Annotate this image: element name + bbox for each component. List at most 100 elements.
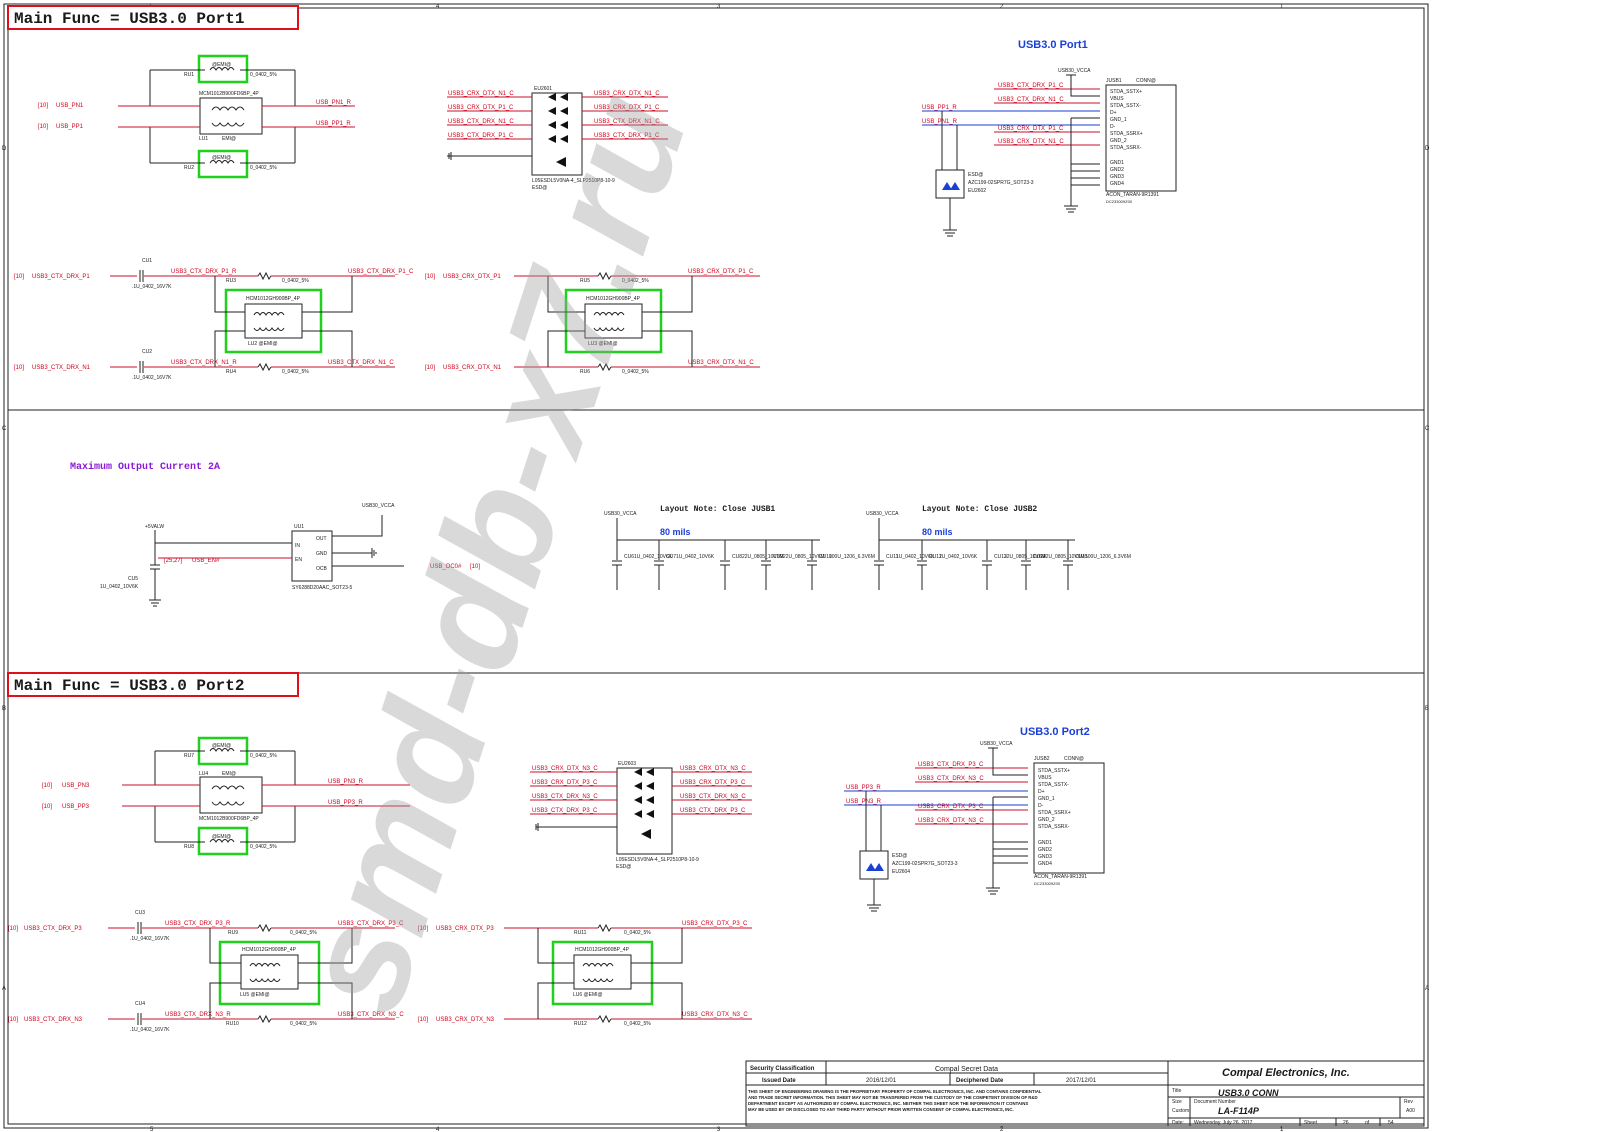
- value-label: 1U_0402_10V6K: [896, 554, 935, 560]
- ref-label: CU9: [773, 554, 783, 560]
- part-label: ACON_TARAN-9R1391: [1034, 874, 1087, 880]
- net-label: USB3_CTX_DRX_N3_R: [165, 1012, 231, 1018]
- net-label: USB3_CTX_DRX_P1_C: [594, 133, 660, 139]
- pin-label: GND: [316, 551, 328, 557]
- part-label: SY6288D20AAC_SOT23-5: [292, 585, 353, 591]
- net-label: USB3_CRX_DTX_P1_C: [448, 105, 514, 111]
- pin-label: IN: [295, 543, 300, 549]
- zone-row-label: B: [1425, 706, 1429, 712]
- zone-col-label: 3: [717, 4, 721, 10]
- ref-label: RU8: [184, 844, 194, 850]
- port1-esd-diode: ESD@ AZC199-02SPR7G_SOT23-3 EU2602: [935, 111, 1034, 237]
- net-label: USB3_CRX_DTX_P1_C: [998, 126, 1064, 132]
- pin-label: STDA_SSTX+: [1038, 768, 1070, 774]
- sheet-title: USB3.0 CONN: [1218, 1088, 1279, 1098]
- sheet-frame: [3, 3, 1429, 1129]
- port1-ss-lanes: [10] USB3_CTX_DRX_P1 [10] USB3_CTX_DRX_N…: [14, 258, 760, 381]
- value-label: 1U_0402_10V6K: [939, 554, 978, 560]
- security-label: Security Classification: [750, 1066, 815, 1072]
- zone-col-label: 1: [1280, 1127, 1284, 1132]
- zone-col-label: 3: [717, 1127, 721, 1132]
- port1-title: USB3.0 Port1: [1018, 39, 1088, 51]
- ref-label: RU10: [226, 1021, 239, 1027]
- port2-esd-diode: ESD@ AZC199-02SPR7G_SOT23-3 EU2604: [859, 791, 958, 912]
- ref-label: @EMI@: [212, 743, 231, 749]
- net-label: USB_PN1_R: [922, 119, 958, 125]
- ref-label: CU11: [886, 554, 899, 560]
- issued-label: Issued Date: [762, 1078, 796, 1084]
- net-label: USB30_VCCA: [866, 511, 899, 517]
- rev-value: A00: [1406, 1108, 1415, 1114]
- pin-label: GND4: [1038, 861, 1052, 867]
- ref-label: EMI@: [222, 136, 236, 142]
- port2-connector: USB30_VCCA JUSB2 CONN@ USB3_CTX_DRX_P3_C…: [844, 741, 1105, 895]
- net-label: USB3_CTX_DRX_N1_C: [594, 119, 660, 125]
- ref-label: [10]: [425, 274, 435, 280]
- net-label: USB3_CRX_DTX_N3_C: [532, 766, 598, 772]
- net-label: USB3_CTX_DRX_P1_C: [998, 83, 1064, 89]
- ref-label: CU1: [142, 258, 152, 264]
- value-label: 22U_0805_10V6M: [1004, 554, 1046, 560]
- ref-label: [10]: [42, 804, 52, 810]
- mils-note: 80 mils: [922, 527, 953, 537]
- ref-label: CU14: [1033, 554, 1046, 560]
- pin-label: D+: [1110, 110, 1117, 116]
- net-label: USB3_CTX_DRX_N3_C: [338, 1012, 404, 1018]
- port2-title: USB3.0 Port2: [1020, 726, 1090, 738]
- net-label: USB_PP3_R: [328, 800, 363, 806]
- ref-label: EU2602: [968, 188, 986, 194]
- net-label: USB3_CRX_DTX_N3_C: [682, 1012, 748, 1018]
- part-label: ACON_TARAN-9R1391: [1106, 192, 1159, 198]
- ref-label: CU10: [819, 554, 832, 560]
- ref-label: CONN@: [1064, 756, 1084, 762]
- net-label: USB3_CTX_DRX_N1: [32, 365, 91, 371]
- net-label: USB_PN3: [62, 783, 90, 789]
- net-label: USB3_CRX_DTX_P1_C: [594, 105, 660, 111]
- ref-label: [10]: [470, 564, 480, 570]
- deciphered-date: 2017/12/01: [1066, 1078, 1097, 1084]
- pin-label: STDA_SSTX-: [1110, 103, 1141, 109]
- ref-label: RU4: [226, 369, 236, 375]
- net-label: USB3_CTX_DRX_N1_R: [171, 360, 237, 366]
- net-label: USB3_CTX_DRX_P3_R: [165, 921, 231, 927]
- ref-label: CU4: [135, 1001, 145, 1007]
- net-label: USB3_CRX_DTX_P3_C: [918, 804, 984, 810]
- pin-label: VBUS: [1038, 775, 1052, 781]
- docnum-label: Document Number: [1194, 1099, 1236, 1105]
- ref-label: RU5: [580, 278, 590, 284]
- pin-label: GND_1: [1110, 117, 1127, 123]
- net-label: USB3_CTX_DRX_N3_C: [680, 794, 746, 800]
- part-label: L05ESDL5V0NA-4_SLP2510P8-10-9: [616, 857, 699, 863]
- pin-label: GND4: [1110, 181, 1124, 187]
- highlight-box: [197, 54, 249, 84]
- zone-row-label: C: [1425, 426, 1430, 432]
- port2-esd-array: USB3_CRX_DTX_N3_C USB3_CRX_DTX_P3_C USB3…: [530, 761, 752, 870]
- value-label: 0_0402_5%: [250, 753, 277, 759]
- net-label: USB3_CRX_DTX_P3_C: [680, 780, 746, 786]
- legal-text: MAY BE USED BY OR DISCLOSED TO ANY THIRD…: [748, 1107, 1014, 1112]
- zone-rows: D C B A D C B A: [2, 146, 1430, 992]
- layout-note: Layout Note: Close JUSB2: [922, 505, 1037, 514]
- ref-label: [10]: [8, 926, 18, 932]
- pin-label: GND_2: [1038, 817, 1055, 823]
- value-label: 0_0402_5%: [250, 72, 277, 78]
- ref-label: RU3: [226, 278, 236, 284]
- ref-label: UU1: [294, 524, 304, 530]
- sheet-label: Sheet: [1304, 1120, 1318, 1126]
- ref-label: CU6: [624, 554, 634, 560]
- ref-label: EMI@: [222, 771, 236, 777]
- ref-label: [10]: [418, 1017, 428, 1023]
- ref-label: @EMI@: [212, 62, 231, 68]
- net-label: USB3_CRX_DTX_P1_C: [688, 269, 754, 275]
- ref-label: [10]: [418, 926, 428, 932]
- net-label: USB3_CRX_DTX_N1_C: [998, 139, 1064, 145]
- value-label: 0_0402_5%: [250, 844, 277, 850]
- ref-label: [25,27]: [164, 558, 183, 564]
- ref-label: LU2 @EMI@: [248, 341, 278, 347]
- net-label: USB3_CTX_DRX_P3_C: [918, 762, 984, 768]
- pin-label: STDA_SSTX+: [1110, 89, 1142, 95]
- value-label: 0_0402_5%: [290, 1021, 317, 1027]
- ref-label: JUSB1: [1106, 78, 1122, 84]
- value-label: 22U_0805_10V6M: [783, 554, 825, 560]
- ref-label: LU1: [199, 136, 208, 142]
